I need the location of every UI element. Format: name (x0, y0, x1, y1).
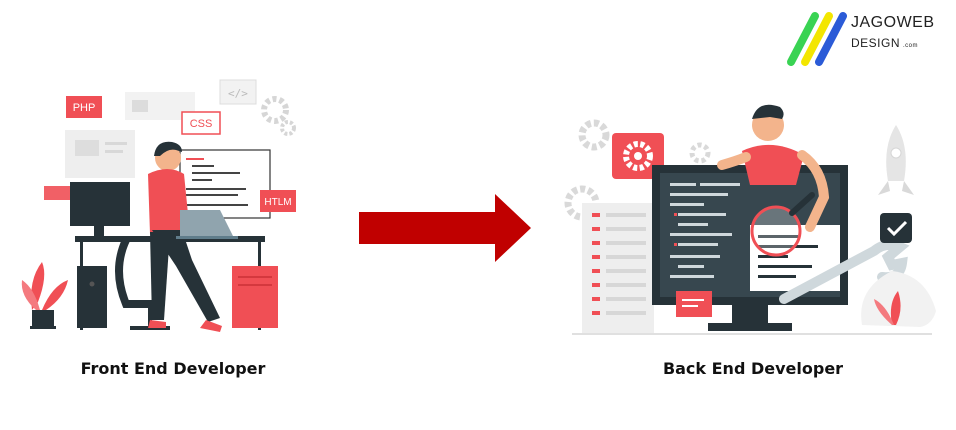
svg-text:</>: </> (228, 87, 248, 100)
php-tag (66, 96, 102, 118)
logo-stripes-icon (787, 12, 847, 66)
brand-name: JAGOWEB (851, 14, 935, 31)
chair (115, 238, 156, 308)
brand-logo: JAGOWEB DESIGN.com (785, 8, 945, 68)
code-tag-icon (219, 79, 257, 105)
gear-icon (578, 119, 610, 151)
pc-tower (77, 266, 107, 328)
plant-icon (890, 291, 901, 325)
brand-suffix: .com (903, 43, 919, 49)
front-end-caption: Front End Developer (80, 359, 266, 378)
brand-line2: DESIGN (851, 36, 901, 50)
back-end-caption: Back End Developer (662, 359, 844, 378)
brand-subname: DESIGN.com (851, 36, 918, 50)
code-window (179, 149, 271, 219)
check-icon (880, 213, 912, 243)
css-tag-label: CSS (190, 118, 213, 130)
magnifier-icon (750, 205, 802, 257)
monitor (70, 182, 130, 226)
html-tag-label: HTLM (264, 197, 291, 208)
front-end-illustration: </> PHP CSS HTLM (21, 79, 296, 332)
css-tag (181, 111, 221, 135)
gear-icon (623, 141, 653, 171)
html-tag (260, 190, 296, 212)
back-end-illustration (564, 104, 936, 335)
cabinet (232, 266, 278, 328)
sticky-note (676, 291, 712, 317)
laptop (180, 210, 234, 238)
gear-icon (261, 96, 289, 124)
arrow-icon (359, 194, 531, 262)
gear-icon (280, 120, 296, 136)
person-shirt (148, 169, 190, 234)
person-shirt (742, 144, 804, 185)
php-tag-label: PHP (73, 102, 96, 114)
